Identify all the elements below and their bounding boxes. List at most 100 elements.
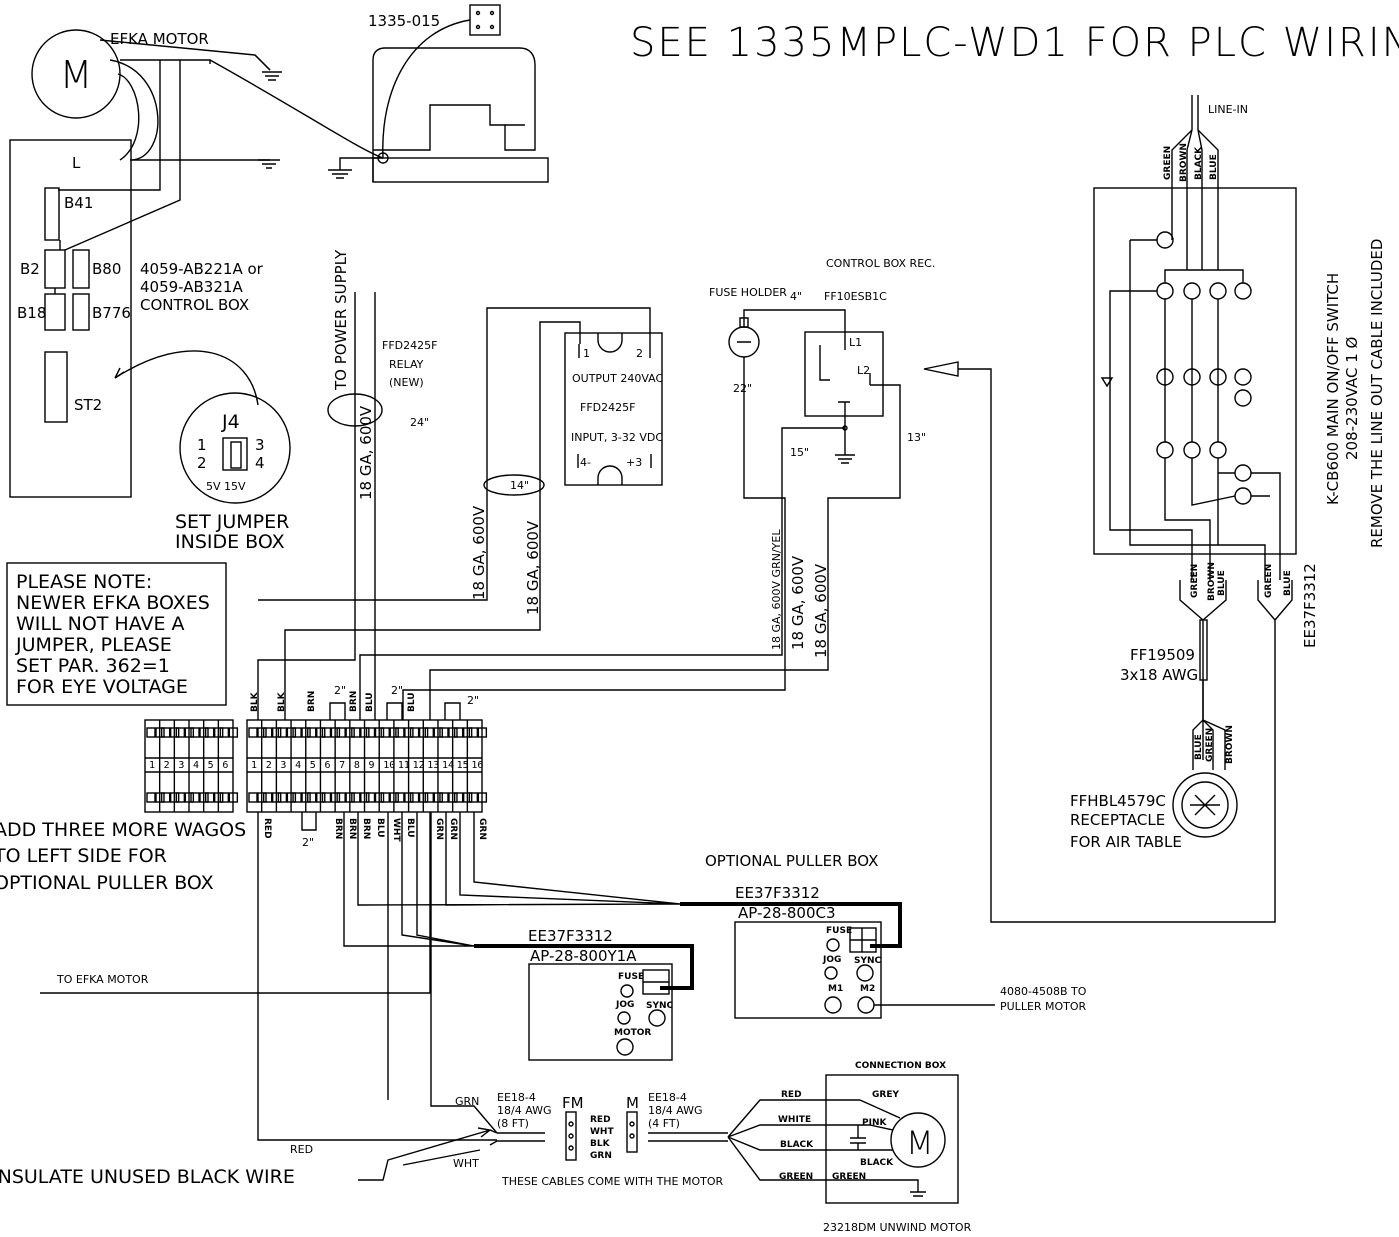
fuse-label: FUSE HOLDER [709,286,787,299]
relay-name-1: FFD2425F [382,339,437,352]
main-switch: LINE-IN GREEN BROWN BLACK BLUE GREEN BRO… [923,95,1386,923]
note-line: PLEASE NOTE: [16,571,152,593]
control-box-name-2: 4059-AB321A [140,278,243,296]
wago-terminal-number: 1 [251,760,257,771]
wago-left-caption-2: TO LEFT SIDE FOR [0,845,167,867]
wago-terminal-number: 16 [471,760,483,771]
cable-grn: GRN [455,1095,479,1108]
note-box: PLEASE NOTE: NEWER EFKA BOXES WILL NOT H… [6,562,227,706]
relay-body-3: INPUT, 3-32 VDC [571,431,663,444]
wago-terminal-number: 10 [383,760,395,771]
motor-cables: TO EFKA MOTOR GRN RED WHT EE18-4 18/4 AW… [0,812,728,1188]
line-in-label: LINE-IN [1208,103,1248,116]
cable-red: RED [290,1143,313,1156]
port-b80: B80 [92,260,121,278]
cable-left-3: (8 FT) [497,1117,529,1130]
wago-bottom-label: BRN [333,818,343,839]
note-line: NEWER EFKA BOXES [16,592,210,614]
receptacle-line-2: RECEPTACLE [1070,811,1165,829]
wago-terminal-number: 6 [222,760,228,771]
wago-terminal: 1 [146,727,165,803]
pin-2: 2 [197,454,207,472]
wago-terminal-number: 5 [208,760,214,771]
cable-right-3: (4 FT) [648,1117,680,1130]
wago-terminal-number: 12 [413,760,425,771]
wago-terminal-number: 4 [193,760,199,771]
insulate-note: INSULATE UNUSED BLACK WIRE [0,1166,295,1188]
main-plc-box: EE37F3312 AP-28-800Y1A FUSE JOG SYNC MOT… [343,812,694,1061]
relay-name-2: RELAY [389,358,424,371]
receptacle-line-1: FFHBL4579C [1070,792,1166,810]
control-rec-l1: L1 [849,336,862,349]
jump-len: 2" [334,684,346,697]
wago-terminal-number: 3 [280,760,286,771]
optional-puller-box: OPTIONAL PULLER BOX EE37F3312 AP-28-800C… [357,812,1087,1019]
switch-line-1: K-CB600 MAIN ON/OFF SWITCH [1324,273,1342,505]
relay-length: 24" [410,416,429,429]
connbox-motor-green: GREEN [832,1172,866,1182]
relay-body-2: FFD2425F [580,401,635,414]
cord-plug-green: GREEN [1205,728,1215,762]
jumper-j4: J4 1 2 3 4 5V 15V SET JUMPER INSIDE BOX [114,350,291,553]
relay-name-3: (NEW) [389,376,424,389]
puller-m2: M2 [860,984,875,994]
to-efka-label: TO EFKA MOTOR [56,973,149,986]
puller-sync: SYNC [854,956,882,966]
control-rec-wire-3: 18 GA, 600V [812,563,830,658]
puller-motor-line-2: PULLER MOTOR [1000,1000,1087,1013]
wire-14-label-1: 18 GA, 600V [470,505,488,600]
wago-main-labels: BLK BLK BRN BRN BLU BLU 2" 2" 2" 2" RED … [250,684,487,849]
wago-bottom-label: BRN [361,818,371,839]
wago-top-label: BLK [277,691,287,712]
line-in-blue: BLUE [1209,154,1219,180]
wago-top-label: BRN [307,691,317,712]
control-rec-l2: L2 [857,364,870,377]
note-line: FOR EYE VOLTAGE [16,676,188,698]
m-label: M [626,1094,639,1112]
relay-terminal-4: 4- [580,456,591,469]
control-rec-wire-2: 18 GA, 600V [789,555,807,650]
wago-terminal-number: 5 [310,760,316,771]
power-supply-wiring: TO POWER SUPPLY 18 GA, 600V FFD2425F REL… [257,249,437,720]
wago-left-caption-1: ADD THREE MORE WAGOS [0,819,246,841]
wago-bottom-label: GRN [477,818,487,840]
control-rec-len-b: 13" [907,431,926,444]
wago-terminal-number: 13 [427,760,439,771]
cable-right-1: EE18-4 [648,1091,687,1104]
wago-top-label: BLK [250,691,260,712]
relay-body-1: OUTPUT 240VAC [572,372,663,385]
note-line: SET PAR. 362=1 [16,655,170,677]
cable-left-2: 18/4 AWG [497,1104,552,1117]
relay-terminal-3: +3 [626,456,642,469]
connbox-motor-pink: PINK [862,1118,887,1128]
mainbox-fuse: FUSE [618,972,644,982]
wago-terminal-number: 2 [266,760,272,771]
power-supply-label: TO POWER SUPPLY [332,249,350,391]
jumper-caption-2: INSIDE BOX [175,531,285,553]
wago-left-caption-3: OPTIONAL PULLER BOX [0,872,214,894]
connection-box-title: CONNECTION BOX [855,1061,946,1071]
connbox-motor-grey: GREY [872,1090,899,1100]
wago-terminal: 2 [158,720,180,812]
puller-m1: M1 [828,984,843,994]
puller-cable: EE37F3312 [735,884,820,902]
switch-out-brown: BROWN [1207,562,1217,601]
wago-band [247,757,483,773]
puller-fuse: FUSE [826,926,852,936]
wago-bottom-label: BRN [347,818,357,839]
wago-band [145,757,234,773]
connbox-name: 23218DM UNWIND MOTOR [823,1221,972,1234]
jump-len: 2" [302,836,314,849]
fm-red: RED [590,1115,611,1125]
control-rec-len-a: 15" [790,446,809,459]
wago-top-label: BRN [349,691,359,712]
wire-14-label-2: 18 GA, 600V [524,520,542,615]
cable-right-2: 18/4 AWG [648,1104,703,1117]
wago-top-label: BLU [407,692,417,712]
line-in-brown: BROWN [1179,143,1189,182]
port-b41: B41 [64,194,93,212]
mainbox-sync: SYNC [646,1001,674,1011]
connbox-in-white: WHITE [778,1115,811,1125]
efka-motor: M EFKA MOTOR [31,29,282,169]
